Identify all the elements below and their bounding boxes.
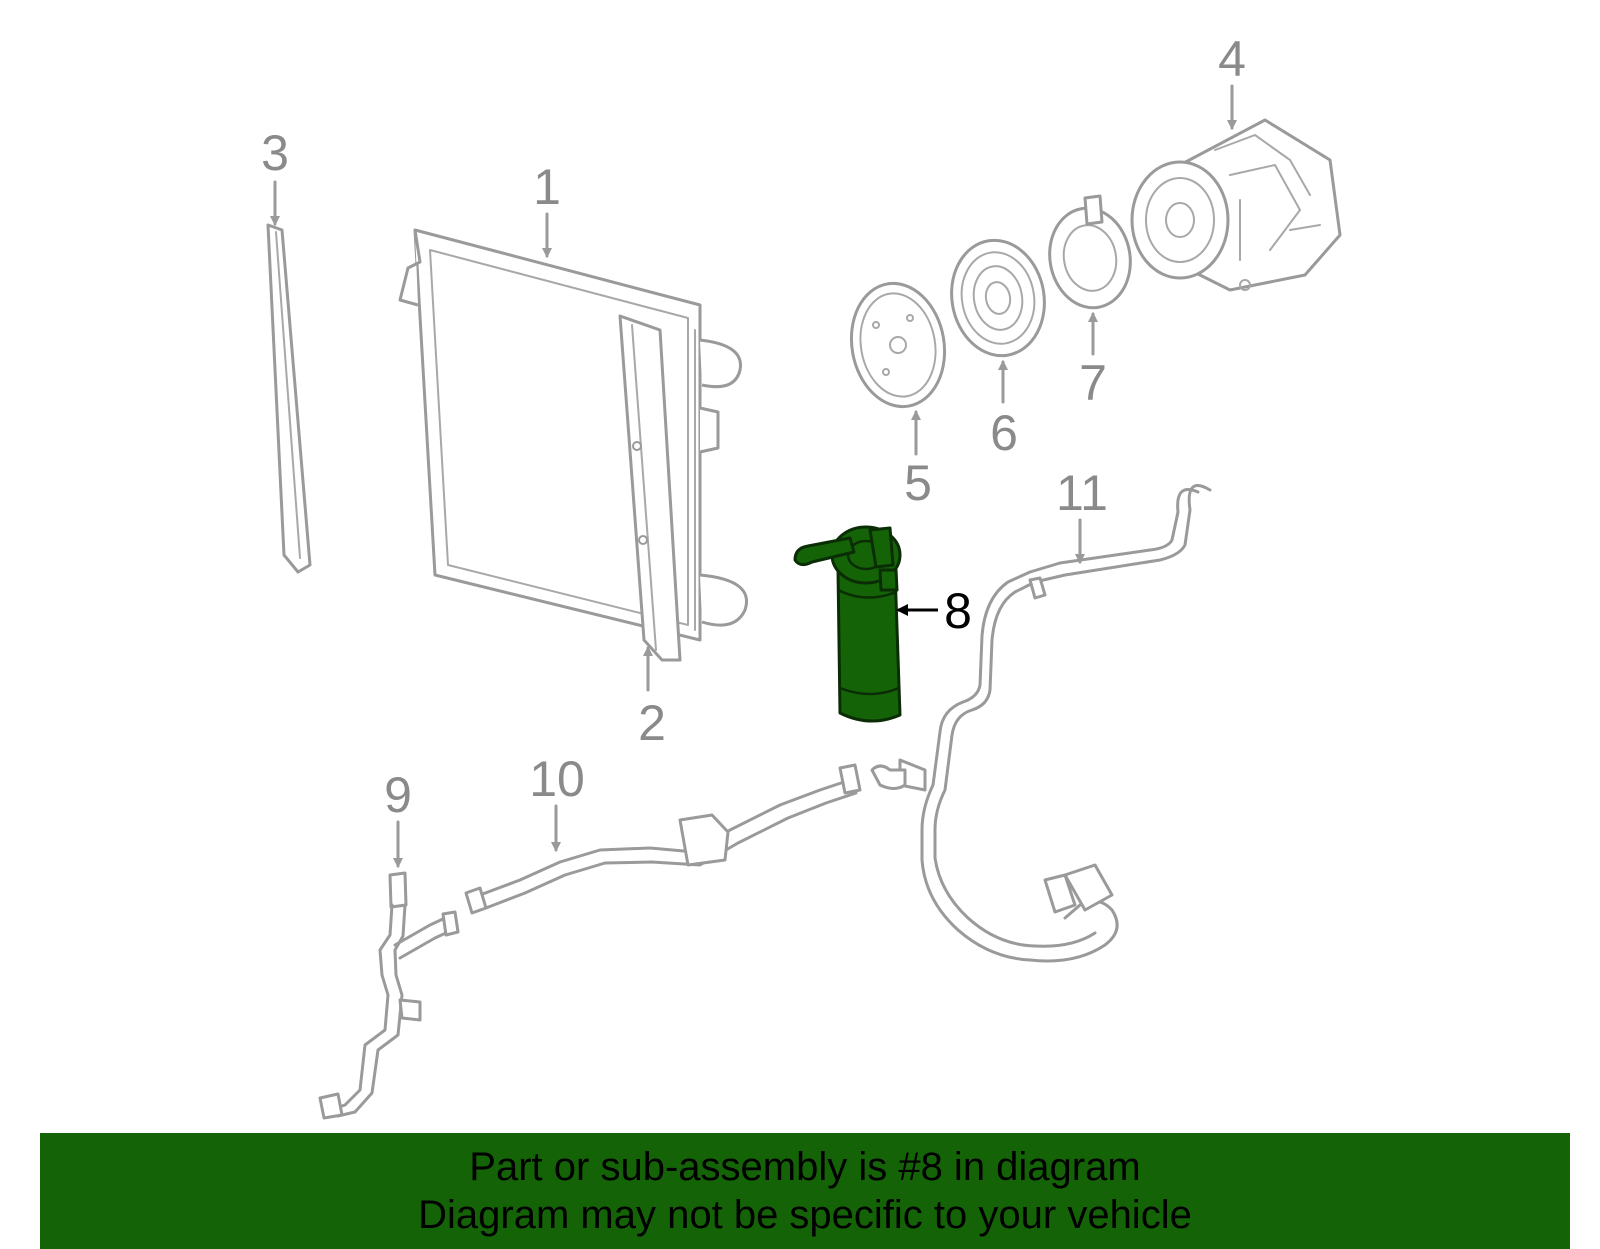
part-8-receiver-drier bbox=[793, 525, 902, 723]
callout-11: 11 bbox=[1056, 465, 1108, 521]
callout-4: 4 bbox=[1218, 31, 1246, 87]
parts-diagram: 3 1 2 4 5 6 7 11 9 10 8 bbox=[261, 31, 1342, 1120]
callout-2: 2 bbox=[638, 695, 666, 751]
callout-8: 8 bbox=[944, 583, 972, 639]
part-3-seal-strip bbox=[266, 223, 312, 574]
part-1-condenser bbox=[398, 228, 748, 642]
part-11-hose bbox=[898, 484, 1212, 963]
callout-1: 1 bbox=[533, 159, 561, 215]
callout-10: 10 bbox=[529, 751, 585, 807]
banner-line-1: Part or sub-assembly is #8 in diagram bbox=[469, 1145, 1141, 1189]
callout-5: 5 bbox=[904, 455, 932, 511]
callout-3: 3 bbox=[261, 125, 289, 181]
part-4-compressor bbox=[1130, 118, 1342, 292]
part-7-coil bbox=[1048, 194, 1132, 310]
callout-arrows bbox=[270, 84, 1237, 868]
part-10-liquid-line bbox=[464, 763, 907, 915]
callout-6: 6 bbox=[990, 405, 1018, 461]
banner-line-2: Diagram may not be specific to your vehi… bbox=[418, 1193, 1192, 1237]
part-2-side-seal bbox=[618, 314, 682, 662]
part-9-line bbox=[318, 871, 460, 1120]
info-banner: Part or sub-assembly is #8 in diagram Di… bbox=[40, 1133, 1570, 1249]
part-6-pulley bbox=[950, 238, 1046, 358]
part-5-clutch-plate bbox=[849, 281, 947, 409]
callout-7: 7 bbox=[1079, 355, 1107, 411]
callout-9: 9 bbox=[384, 767, 412, 823]
